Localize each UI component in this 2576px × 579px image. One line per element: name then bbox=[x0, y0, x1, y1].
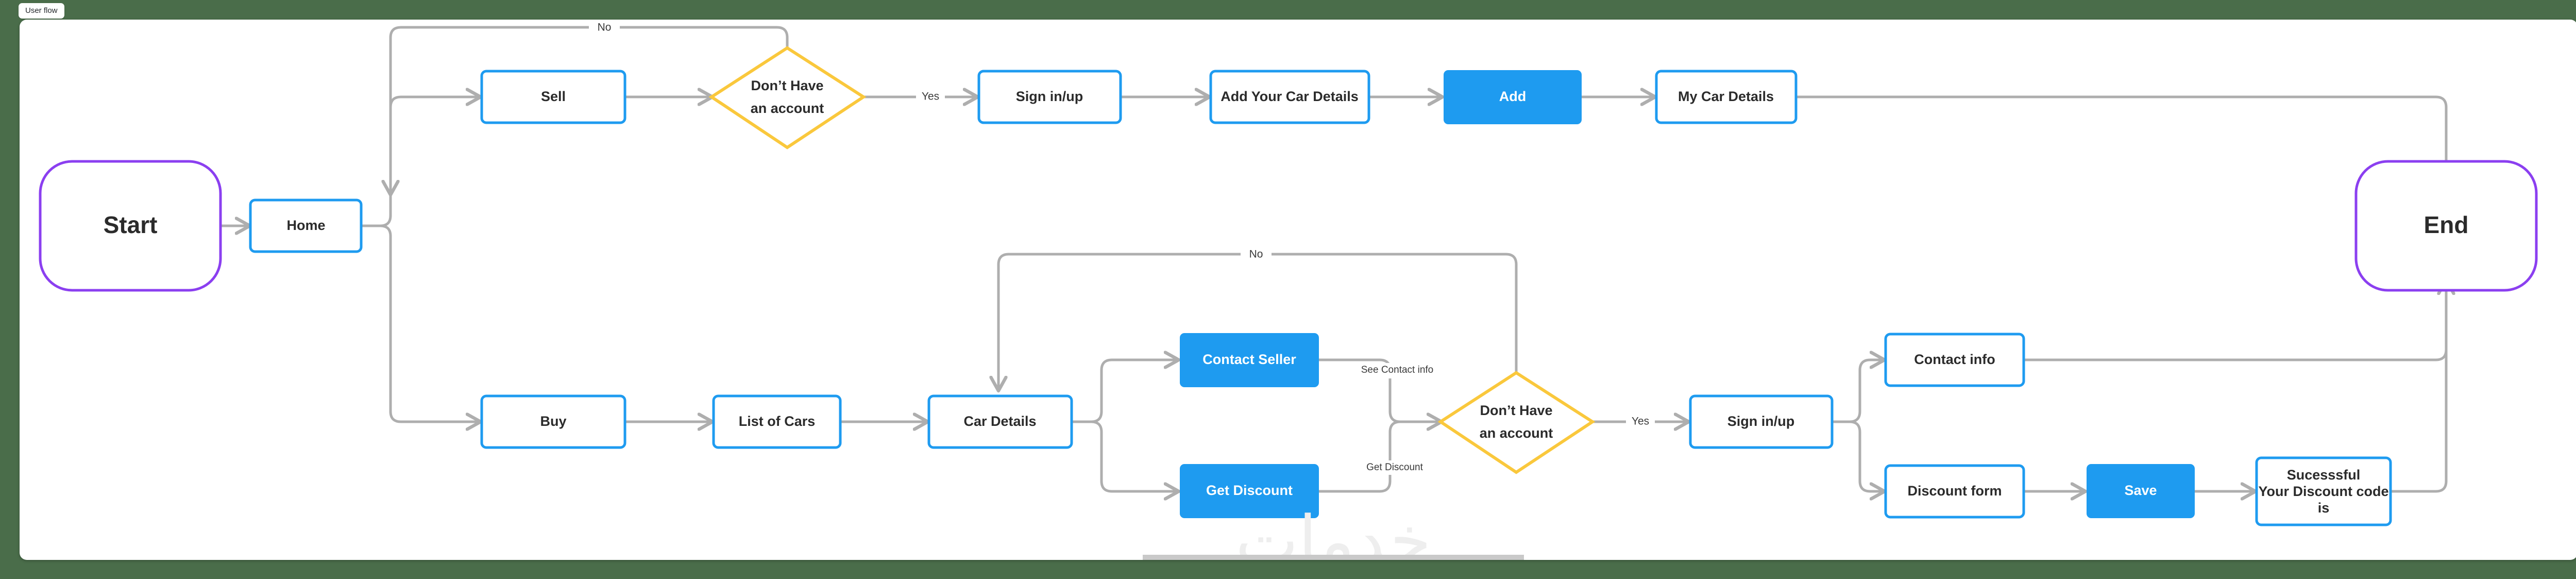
node-discount-form[interactable]: Discount form bbox=[1884, 464, 2025, 519]
node-start[interactable]: Start bbox=[39, 160, 222, 292]
edge-label-seecontact-bg bbox=[1351, 363, 1444, 378]
node-end-label: End bbox=[2424, 211, 2469, 238]
edge-signinbottom-contactinfo[interactable] bbox=[1848, 360, 1885, 423]
node-signin-top-label: Sign in/up bbox=[1016, 89, 1083, 104]
edge-label-top-no: No bbox=[598, 22, 612, 34]
node-my-car-details-label: My Car Details bbox=[1678, 89, 1774, 104]
flowchart-svg[interactable]: No Yes See Contact info bbox=[20, 20, 2576, 560]
node-decision-bottom[interactable]: Don’t Have an account bbox=[1437, 371, 1596, 474]
node-add-car-details[interactable]: Add Your Car Details bbox=[1209, 70, 1370, 124]
node-contact-seller-label: Contact Seller bbox=[1202, 352, 1296, 367]
edge-label-top-yes: Yes bbox=[922, 91, 939, 103]
node-decision-bottom-label-line2: an account bbox=[1480, 425, 1553, 441]
edge-getdiscount-decision[interactable] bbox=[1316, 420, 1443, 493]
edge-label-get-discount: Get Discount bbox=[1366, 462, 1423, 473]
node-list-of-cars[interactable]: List of Cars bbox=[712, 394, 842, 449]
node-contact-info[interactable]: Contact info bbox=[1884, 333, 2025, 387]
node-add-label: Add bbox=[1499, 89, 1526, 104]
edge-label-bottom-no-bg bbox=[1241, 247, 1272, 262]
edge-label-top-yes-bg bbox=[916, 90, 945, 104]
edge-label-top-no-bg bbox=[589, 21, 620, 35]
edge-cardetails-getdiscount[interactable] bbox=[1090, 420, 1179, 491]
edge-home-sell[interactable] bbox=[379, 97, 481, 227]
node-add[interactable]: Add bbox=[1444, 70, 1582, 124]
edge-mycar-end[interactable] bbox=[1794, 95, 2446, 190]
node-sell[interactable]: Sell bbox=[480, 70, 626, 124]
node-decision-top-label-line2: an account bbox=[751, 101, 824, 116]
edge-signinbottom-discountform[interactable] bbox=[1848, 420, 1885, 491]
node-contact-seller[interactable]: Contact Seller bbox=[1180, 333, 1319, 387]
edge-cardetails-contactseller[interactable] bbox=[1090, 360, 1179, 423]
node-end[interactable]: End bbox=[2354, 160, 2538, 292]
node-signin-bottom[interactable]: Sign in/up bbox=[1689, 394, 1834, 449]
node-list-of-cars-label: List of Cars bbox=[739, 413, 816, 429]
edge-label-see-contact-info: See Contact info bbox=[1361, 365, 1433, 375]
node-start-label: Start bbox=[104, 211, 158, 238]
node-home-label: Home bbox=[286, 218, 325, 233]
node-signin-bottom-label: Sign in/up bbox=[1727, 413, 1794, 429]
edge-label-bottom-no: No bbox=[1249, 249, 1263, 260]
node-buy-label: Buy bbox=[540, 413, 566, 429]
node-discount-form-label: Discount form bbox=[1907, 483, 2002, 499]
node-sell-label: Sell bbox=[541, 89, 566, 104]
node-successful-label-line1: Sucesssful bbox=[2287, 467, 2361, 483]
node-decision-top[interactable]: Don’t Have an account bbox=[708, 46, 867, 150]
edge-label-bottom-yes-bg bbox=[1626, 415, 1655, 429]
node-home[interactable]: Home bbox=[249, 198, 363, 253]
node-successful-label-line2: Your Discount code bbox=[2258, 484, 2388, 499]
node-decision-bottom-label-line1: Don’t Have bbox=[1480, 403, 1552, 418]
node-get-discount[interactable]: Get Discount bbox=[1180, 464, 1319, 518]
watermark-bar bbox=[1143, 555, 1524, 560]
edge-label-bottom-yes: Yes bbox=[1632, 416, 1649, 427]
node-successful[interactable]: Sucesssful Your Discount code is bbox=[2255, 456, 2392, 526]
node-add-car-details-label: Add Your Car Details bbox=[1221, 89, 1359, 104]
tab-user-flow[interactable]: User flow bbox=[19, 3, 64, 19]
node-contact-info-label: Contact info bbox=[1914, 352, 1995, 367]
flowchart-canvas[interactable]: خدمات No Yes bbox=[20, 20, 2576, 560]
edge-home-buy[interactable] bbox=[379, 224, 481, 422]
edge-successful-end[interactable] bbox=[2389, 280, 2446, 493]
node-my-car-details[interactable]: My Car Details bbox=[1655, 70, 1798, 124]
node-signin-top[interactable]: Sign in/up bbox=[977, 70, 1122, 124]
edge-label-getdiscount-bg bbox=[1356, 460, 1433, 475]
node-successful-label-line3: is bbox=[2318, 500, 2330, 516]
node-save-label: Save bbox=[2124, 483, 2157, 498]
node-layer: Start Home Sell Don’t Have an account bbox=[39, 46, 2538, 526]
node-car-details[interactable]: Car Details bbox=[927, 394, 1073, 449]
node-buy[interactable]: Buy bbox=[480, 394, 626, 449]
node-get-discount-label: Get Discount bbox=[1206, 483, 1293, 498]
node-save[interactable]: Save bbox=[2087, 464, 2195, 518]
node-car-details-label: Car Details bbox=[963, 413, 1036, 429]
edge-decision-bottom-no-cardetails[interactable] bbox=[998, 253, 1518, 391]
edge-decision-no-home[interactable] bbox=[391, 26, 789, 195]
edge-layer: No Yes See Contact info bbox=[196, 21, 2446, 493]
node-decision-top-label-line1: Don’t Have bbox=[751, 78, 823, 93]
